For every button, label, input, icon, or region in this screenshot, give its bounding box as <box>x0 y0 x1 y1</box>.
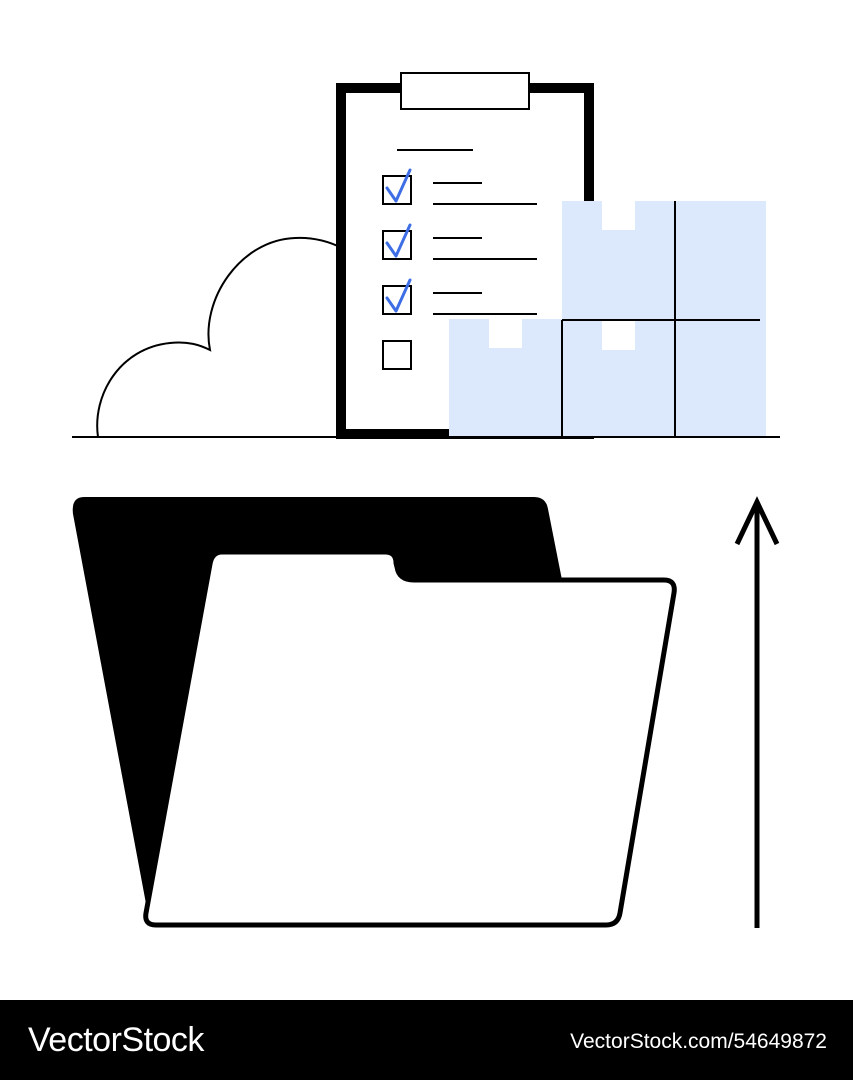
arrow-head <box>734 496 780 546</box>
cloud-icon <box>96 236 343 438</box>
checkmark-icon <box>385 168 412 203</box>
box-bottom-left-tape <box>489 319 522 348</box>
checkmark-icon <box>385 223 412 258</box>
stacked-boxes-icon <box>449 201 766 437</box>
footer-bar: VectorStock VectorStock.com/54649872 <box>0 1000 853 1080</box>
box-bottom-right <box>562 321 766 437</box>
folder-front <box>143 549 677 928</box>
box-top <box>562 201 766 321</box>
open-folder-icon <box>72 497 677 928</box>
brand-logo: VectorStock <box>28 1021 204 1059</box>
checkmark-icon <box>385 278 412 313</box>
box-top-tape <box>602 201 635 230</box>
illustration <box>72 72 780 928</box>
checklist <box>382 168 537 370</box>
up-arrow-icon <box>734 496 780 928</box>
clipboard-clip <box>400 72 530 110</box>
image-id-text: VectorStock.com/54649872 <box>570 1030 827 1053</box>
checkbox-unchecked <box>382 340 412 370</box>
box-bottom-right-tape <box>602 321 635 350</box>
